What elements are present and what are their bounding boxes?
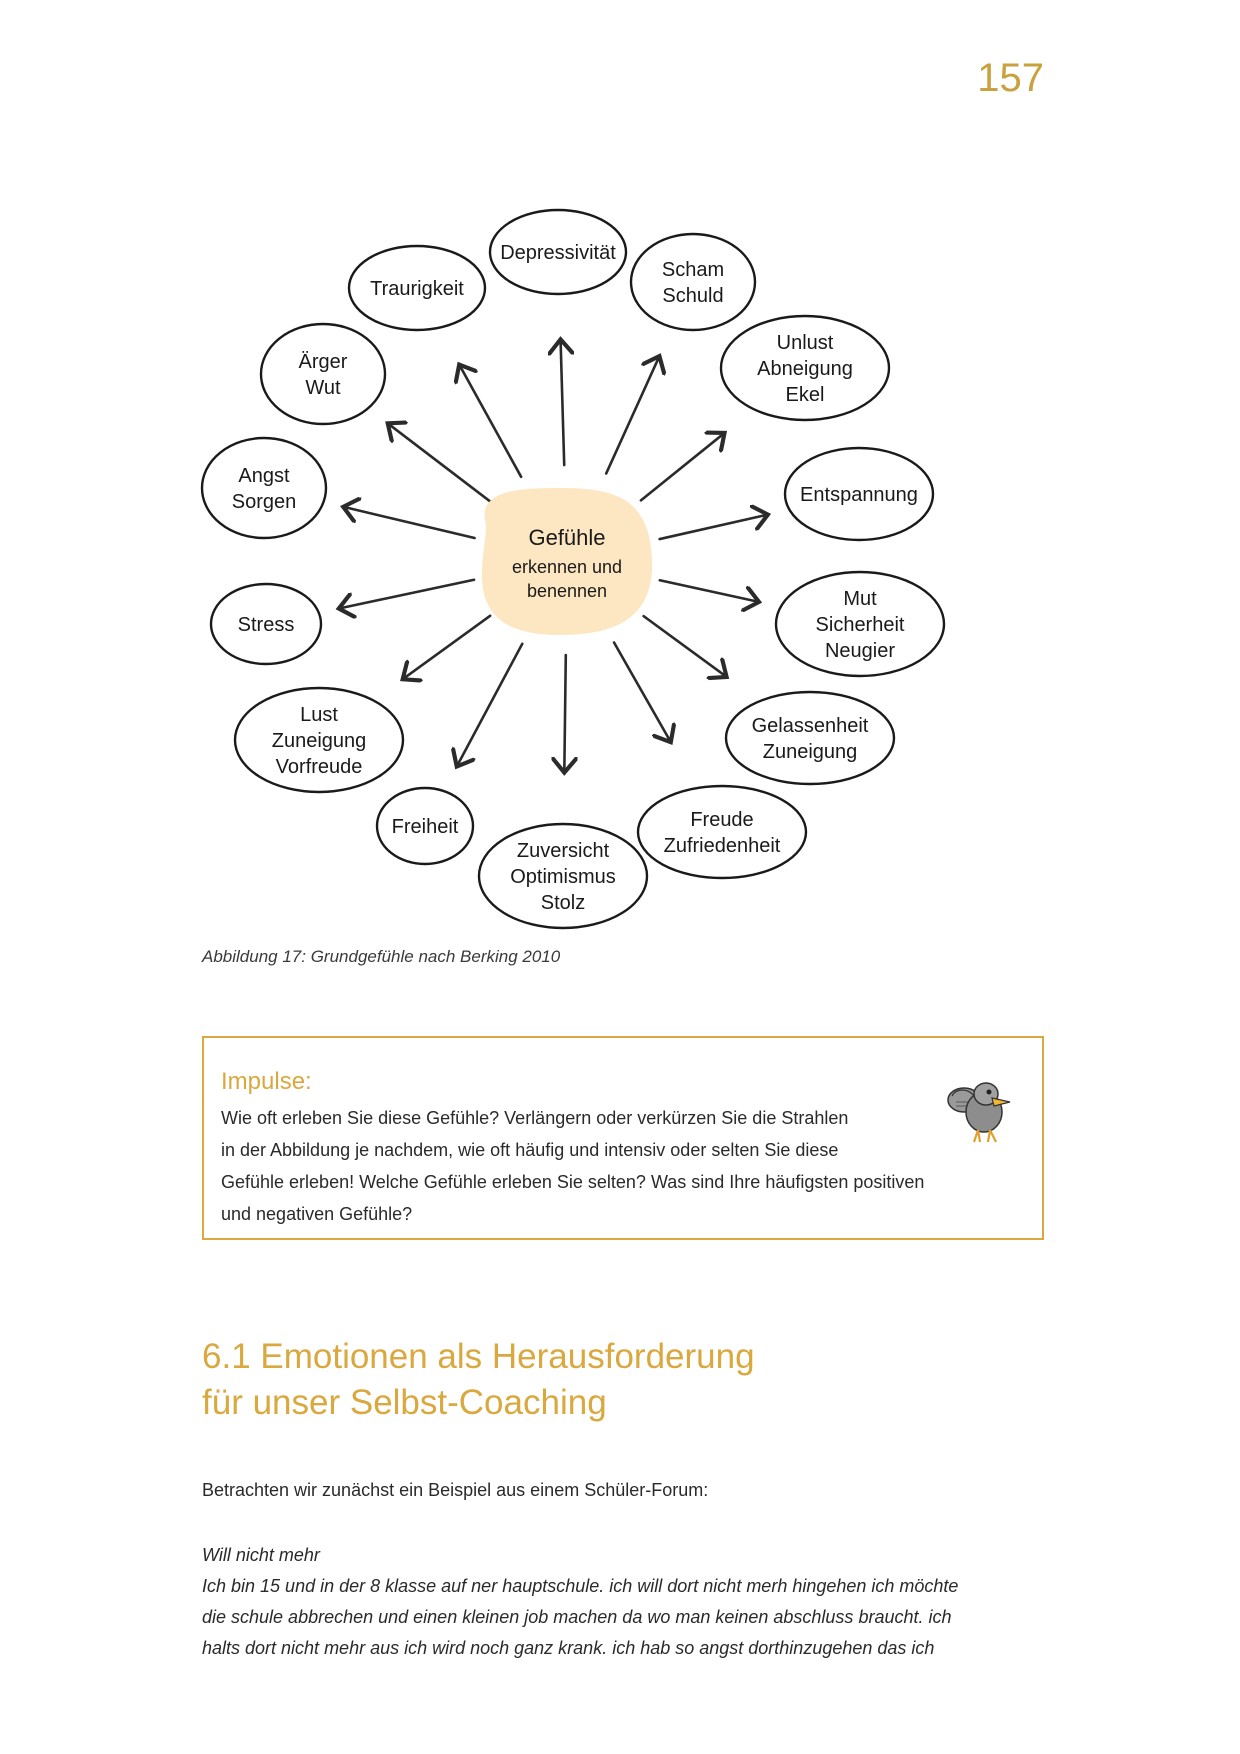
quote-title: Will nicht mehr — [202, 1545, 320, 1565]
section-heading-line2: für unser Selbst-Coaching — [202, 1383, 607, 1422]
emotions-diagram: DepressivitätSchamSchuldUnlustAbneigungE… — [200, 208, 946, 930]
emotion-node — [347, 244, 487, 332]
emotion-node-label: Optimismus — [510, 866, 616, 888]
arrow — [564, 653, 565, 770]
impulse-box: Impulse: Wie oft erleben Sie diese Gefüh… — [202, 1036, 1044, 1240]
page-number: 157 — [977, 56, 1044, 100]
forum-quote: Will nicht mehr Ich bin 15 und in der 8 … — [202, 1540, 1052, 1664]
emotion-node-label: Stress — [238, 614, 295, 636]
emotion-node — [477, 822, 649, 930]
emotion-node-label: Ekel — [786, 384, 825, 406]
emotion-node-label: Schuld — [662, 285, 723, 307]
arrow — [390, 425, 493, 504]
emotion-node — [488, 208, 628, 296]
emotion-node-label: Abneigung — [757, 358, 853, 380]
arrow — [460, 367, 523, 479]
figure-caption: Abbildung 17: Grundgefühle nach Berking … — [202, 947, 561, 966]
arrow — [346, 507, 476, 540]
emotion-node-label: Unlust — [777, 332, 834, 354]
emotion-node-label: Traurigkeit — [370, 278, 464, 300]
emotion-node-label: Sicherheit — [816, 614, 905, 636]
impulse-text: Wie oft erleben Sie diese Gefühle? Verlä… — [221, 1102, 1001, 1230]
center-subtitle-line2: benennen — [527, 581, 607, 601]
emotion-node — [375, 786, 475, 866]
emotion-node-label: Zuneigung — [272, 730, 367, 752]
emotion-node-label: Angst — [238, 465, 290, 487]
arrow — [642, 614, 725, 675]
arrows-group — [341, 342, 765, 770]
emotion-nodes-group: DepressivitätSchamSchuldUnlustAbneigungE… — [200, 208, 946, 930]
emotion-node-label: Stolz — [541, 892, 585, 914]
emotion-node-label: Lust — [300, 704, 338, 726]
arrow — [341, 578, 476, 608]
center-blob — [481, 488, 653, 635]
emotion-node-label: Scham — [662, 259, 724, 281]
arrow — [658, 578, 757, 601]
emotion-node-label: Mut — [843, 588, 877, 610]
emotion-node — [719, 314, 891, 422]
emotion-node-label: Freude — [690, 809, 753, 831]
quote-line: die schule abbrechen und einen kleinen j… — [202, 1607, 952, 1627]
emotion-node — [629, 232, 757, 332]
emotion-node-label: Zufriedenheit — [664, 835, 781, 857]
section-heading: 6.1 Emotionen als Herausforderung für un… — [202, 1334, 755, 1426]
center-subtitle-line1: erkennen und — [512, 557, 622, 577]
emotion-node-label: Neugier — [825, 640, 895, 662]
emotion-node — [233, 686, 405, 794]
emotion-node-label: Zuversicht — [517, 840, 610, 862]
bird-mascot-icon — [947, 1082, 1011, 1143]
quote-line: halts dort nicht mehr aus ich wird noch … — [202, 1638, 935, 1658]
center-title: Gefühle — [528, 525, 605, 550]
section-heading-line1: 6.1 Emotionen als Herausforderung — [202, 1337, 755, 1376]
arrow — [604, 359, 658, 475]
arrow — [458, 642, 524, 764]
arrow — [561, 342, 565, 467]
emotion-node — [774, 570, 946, 678]
emotion-node-label: Ärger — [299, 351, 348, 373]
emotion-node-label: Sorgen — [232, 491, 297, 513]
intro-paragraph: Betrachten wir zunächst ein Beispiel aus… — [202, 1480, 709, 1500]
emotion-node-label: Zuneigung — [763, 741, 858, 763]
emotion-node — [724, 690, 896, 786]
impulse-title: Impulse: — [221, 1068, 312, 1095]
emotion-node-label: Freiheit — [392, 816, 459, 838]
emotion-node-label: Entspannung — [800, 484, 918, 506]
arrow — [612, 641, 669, 740]
emotion-node-label: Vorfreude — [276, 756, 363, 778]
arrow — [405, 614, 492, 678]
impulse-line: und negativen Gefühle? — [221, 1204, 413, 1224]
impulse-line: in der Abbildung je nachdem, wie oft häu… — [221, 1140, 839, 1160]
arrow — [639, 435, 723, 502]
quote-line: Ich bin 15 und in der 8 klasse auf ner h… — [202, 1576, 959, 1596]
emotion-node — [259, 322, 387, 426]
emotion-node-label: Gelassenheit — [752, 715, 869, 737]
emotion-node — [636, 784, 808, 880]
emotion-node — [200, 436, 328, 540]
emotion-node — [783, 446, 935, 542]
emotion-node — [209, 582, 323, 666]
impulse-line: Wie oft erleben Sie diese Gefühle? Verlä… — [221, 1108, 849, 1128]
arrow — [658, 515, 766, 541]
emotion-node-label: Wut — [305, 377, 341, 399]
impulse-line: Gefühle erleben! Welche Gefühle erleben … — [221, 1172, 925, 1192]
emotion-node-label: Depressivität — [500, 242, 616, 264]
